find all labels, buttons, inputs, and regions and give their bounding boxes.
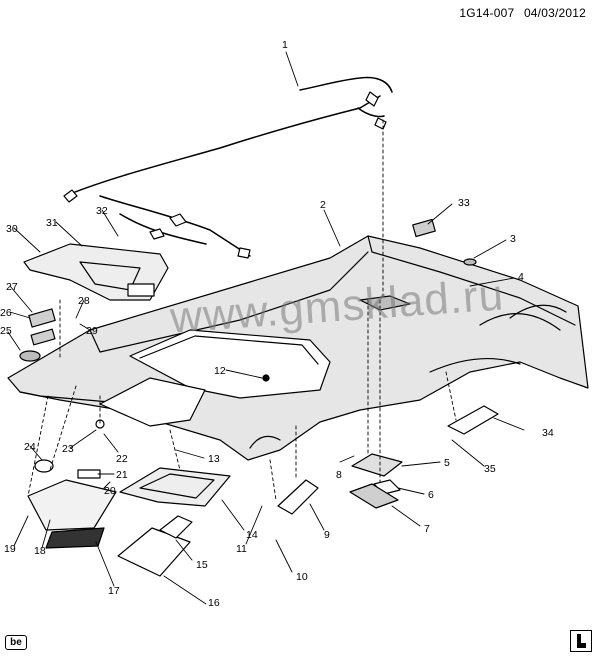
callout-16: 16: [208, 597, 220, 609]
seat-icon: [570, 630, 592, 652]
callout-28: 28: [78, 295, 90, 307]
callout-12: 12: [214, 365, 226, 377]
callout-2: 2: [320, 199, 326, 211]
callout-15: 15: [196, 559, 208, 571]
callout-26: 26: [0, 307, 12, 319]
callout-34: 34: [542, 427, 554, 439]
callout-9: 9: [324, 529, 330, 541]
callout-21: 21: [116, 469, 128, 481]
callout-30: 30: [6, 223, 18, 235]
callout-6: 6: [428, 489, 434, 501]
assist-handle-rear: [447, 405, 499, 435]
callout-3: 3: [510, 233, 516, 245]
callout-5: 5: [444, 457, 450, 469]
callout-22: 22: [116, 453, 128, 465]
diagram-header: 1G14-007 04/03/2012: [453, 6, 586, 20]
callout-17: 17: [108, 585, 120, 597]
callout-31: 31: [46, 217, 58, 229]
diagram-date: 04/03/2012: [523, 6, 586, 20]
wiring-harness: [69, 95, 381, 195]
callout-18: 18: [34, 545, 46, 557]
callout-35: 35: [484, 463, 496, 475]
assist-handle-front: [277, 479, 319, 515]
callout-33: 33: [458, 197, 470, 209]
callout-24: 24: [24, 441, 36, 453]
callout-10: 10: [296, 571, 308, 583]
lamp-lens: [45, 527, 105, 549]
callout-11: 11: [236, 543, 247, 555]
dome-lamp-trim: [349, 483, 399, 509]
vanity-mirror: [27, 479, 117, 531]
callout-14: 14: [246, 529, 258, 541]
callout-13: 13: [208, 453, 220, 465]
view-badge: be: [5, 635, 27, 650]
callout-29: 29: [86, 325, 98, 337]
callout-25: 25: [0, 325, 12, 337]
callout-4: 4: [518, 271, 524, 283]
sunvisor-panel: [117, 527, 191, 577]
callout-19: 19: [4, 543, 16, 555]
callout-8: 8: [336, 469, 342, 481]
diagram-code: 1G14-007: [459, 6, 515, 20]
dome-lamp: [351, 453, 403, 477]
callout-23: 23: [62, 443, 74, 455]
callout-20: 20: [104, 485, 116, 497]
callout-labels: 1 2 3 4 5 6 7 8 9 10 11 12 13 14 15 16 1…: [0, 39, 554, 609]
callout-27: 27: [6, 281, 18, 293]
callout-7: 7: [424, 523, 430, 535]
overhead-console: [119, 467, 231, 507]
callout-32: 32: [96, 205, 108, 217]
callout-1: 1: [282, 39, 288, 51]
